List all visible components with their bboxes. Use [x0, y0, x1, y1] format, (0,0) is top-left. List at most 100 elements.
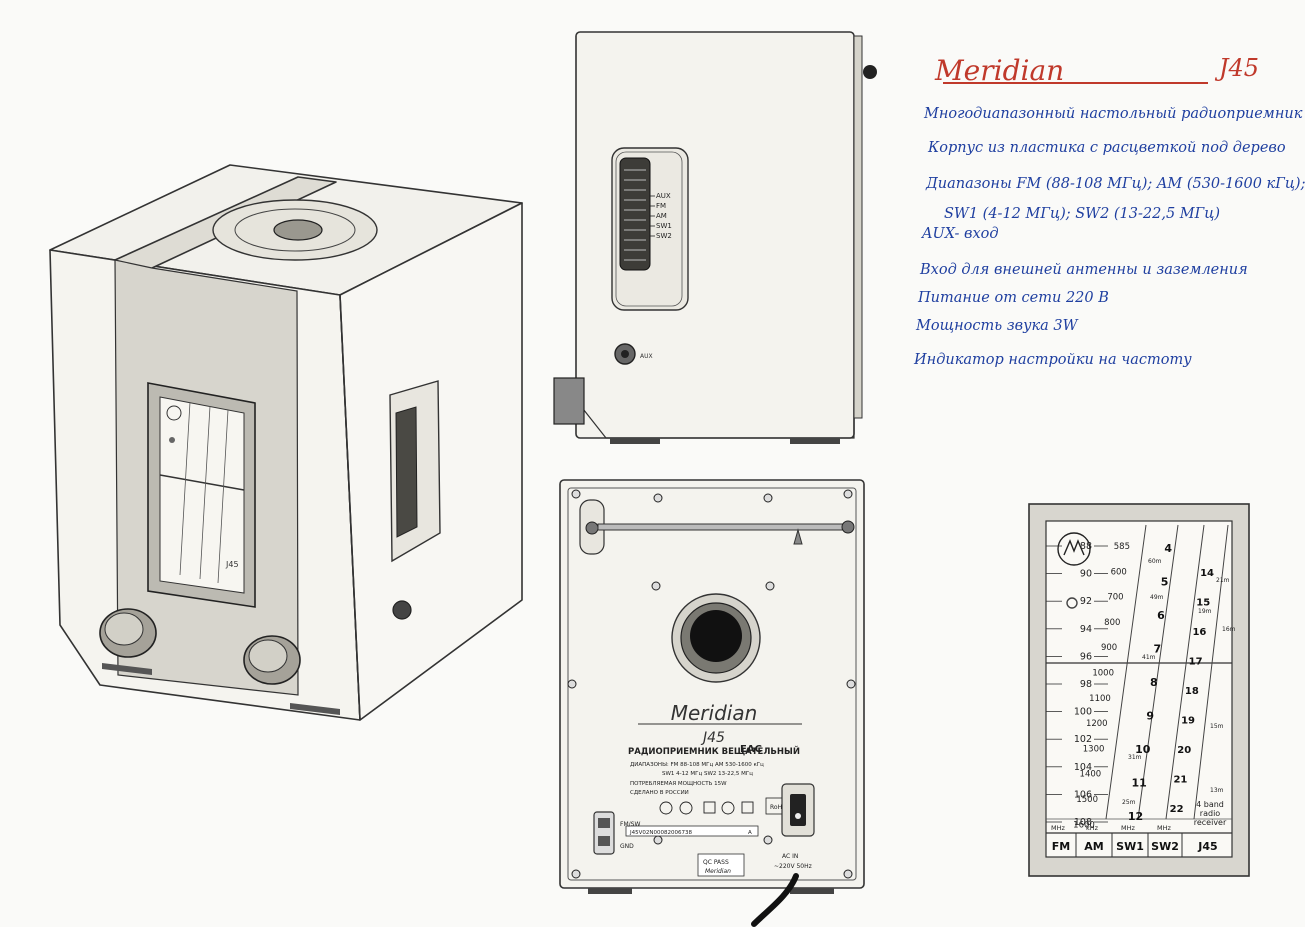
am-scale-label: 900 — [1101, 643, 1117, 653]
am-scale-label: 1600 — [1073, 820, 1095, 830]
front-dial-model: J45 — [225, 560, 239, 569]
am-scale-label: 700 — [1107, 593, 1123, 603]
sw2-scale-label: 16 — [1192, 627, 1206, 638]
title-brand: Meridian — [935, 54, 1065, 87]
fm-scale-label: 92 — [1080, 596, 1092, 607]
fm-scale-label: 90 — [1080, 569, 1092, 580]
serial-number: J45V02N00082006738 — [629, 830, 692, 836]
back-spec-line: SW1 4-12 МГц SW2 13-22,5 МГц — [662, 771, 753, 777]
meter-band-label: 31m — [1128, 754, 1142, 761]
title-underline — [943, 82, 1208, 84]
am-scale-label: 585 — [1114, 542, 1130, 552]
sw1-scale-label: 8 — [1150, 676, 1158, 689]
side-jack-label: AUX — [640, 353, 653, 360]
sw1-scale-label: 7 — [1154, 643, 1162, 656]
fm-scale-label: 102 — [1074, 734, 1092, 745]
sw1-scale-label: 4 — [1164, 542, 1172, 555]
fm-scale-label: 88 — [1080, 541, 1092, 552]
fm-scale-label: 94 — [1080, 624, 1092, 635]
spec-line: Многодиапазонный настольный радиоприемни… — [924, 106, 1303, 122]
band-label: FM — [1052, 840, 1070, 853]
spec-line: Питание от сети 220 В — [918, 290, 1109, 306]
spec-line: Корпус из пластика с расцветкой под дере… — [928, 140, 1286, 156]
back-spec-line: СДЕЛАНО В РОССИИ — [630, 790, 689, 796]
am-scale-label: 1400 — [1080, 770, 1102, 780]
eac-mark: EAC — [740, 744, 762, 755]
dial-info-text: 4 band — [1196, 800, 1224, 809]
band-switch-label: SW1 — [656, 222, 672, 230]
sw2-scale-label: 17 — [1189, 657, 1203, 668]
band-label: AM — [1084, 840, 1103, 853]
band-switch-label: SW2 — [656, 232, 672, 240]
sw1-scale-label: 6 — [1157, 609, 1165, 622]
meter-band-label: 13m — [1210, 787, 1224, 794]
meter-band-label: 25m — [1122, 799, 1136, 806]
telescopic-antenna[interactable] — [579, 499, 855, 555]
band-switch-label: AUX — [656, 192, 671, 200]
sw1-scale-label: 10 — [1135, 743, 1151, 756]
side-aux-jack[interactable] — [392, 600, 412, 620]
dial-unit-label: kHz — [1086, 824, 1099, 832]
sw2-scale-label: 20 — [1177, 745, 1191, 756]
am-scale-label: 1000 — [1092, 669, 1114, 679]
title-model: J45 — [1218, 54, 1259, 82]
sw2-scale-label: 22 — [1170, 804, 1184, 815]
dial-scale: 8890929496981001021041061085856007008009… — [1028, 503, 1250, 877]
sw2-scale-label: 21 — [1173, 775, 1187, 786]
meter-band-label: 16m — [1222, 626, 1236, 633]
side-band-switch[interactable] — [389, 380, 441, 563]
right-knob[interactable] — [243, 635, 301, 685]
dial-logo — [1057, 532, 1091, 566]
am-scale-label: 800 — [1104, 618, 1120, 628]
band-switch-label: FM — [656, 202, 666, 210]
spec-line: Индикатор настройки на частоту — [914, 352, 1192, 368]
meter-band-label: 49m — [1150, 594, 1164, 601]
sw1-scale-label: 12 — [1128, 810, 1143, 823]
meter-band-label: 19m — [1198, 608, 1212, 615]
dial-info-text: radio — [1200, 809, 1220, 818]
qc-label: QC PASS — [703, 859, 729, 866]
sw2-scale-label: 19 — [1181, 716, 1195, 727]
cert-icons — [659, 801, 754, 815]
fm-scale-label: 108 — [1074, 817, 1092, 828]
back-spec-line: ПОТРЕБЛЯЕМАЯ МОЩНОСТЬ 15W — [630, 781, 727, 787]
fm-scale-label: 100 — [1074, 707, 1092, 718]
sw1-scale-label: 5 — [1161, 576, 1169, 589]
power-switch[interactable] — [781, 783, 815, 837]
am-scale-label: 1500 — [1076, 795, 1098, 805]
spec-line: Диапазоны FM (88-108 МГц); AM (530-1600 … — [926, 176, 1305, 192]
antenna-label-gnd: GND — [620, 843, 634, 850]
back-spec-line: ДИАПАЗОНЫ: FM 88-108 МГц AM 530-1600 кГц — [630, 762, 764, 768]
serial-suffix: A — [748, 830, 752, 836]
sheet-title: Meridian J45 — [935, 50, 1265, 90]
left-knob[interactable] — [99, 608, 157, 658]
fm-scale-label: 96 — [1080, 651, 1092, 662]
tuning-indicator — [1066, 597, 1078, 609]
sw2-scale-label: 14 — [1200, 568, 1214, 579]
dial-unit-label: MHz — [1051, 824, 1065, 832]
spec-line: SW1 (4-12 МГц); SW2 (13-22,5 МГц) — [944, 206, 1221, 222]
band-label: SW1 — [1116, 840, 1144, 853]
spec-line: AUX- вход — [922, 226, 999, 242]
back-device-name: РАДИОПРИЕМНИК ВЕЩАТЕЛЬНЫЙ — [628, 745, 800, 757]
ac-voltage: ~220V 50Hz — [774, 863, 812, 870]
sw2-scale-label: 15 — [1196, 598, 1210, 609]
sw2-scale-label: 18 — [1185, 686, 1199, 697]
am-scale-label: 1200 — [1086, 719, 1108, 729]
dial-info-text: receiver — [1194, 818, 1227, 827]
sw1-scale-label: 9 — [1146, 710, 1154, 723]
band-label: SW2 — [1151, 840, 1179, 853]
am-scale-label: 1300 — [1083, 744, 1105, 754]
ac-label: AC IN — [782, 853, 798, 860]
radio-perspective-view: J45 — [49, 164, 523, 721]
fm-scale-label: 106 — [1074, 789, 1092, 800]
am-scale-label: 600 — [1111, 567, 1127, 577]
dial-unit-label: MHz — [1121, 824, 1135, 832]
sw1-scale-label: 11 — [1131, 777, 1146, 790]
front-dial-window: J45 — [147, 382, 256, 608]
fm-scale-label: 104 — [1074, 762, 1092, 773]
meter-band-label: 41m — [1142, 654, 1156, 661]
spec-line: Вход для внешней антенны и заземления — [920, 262, 1248, 278]
meter-band-label: 21m — [1216, 577, 1230, 584]
